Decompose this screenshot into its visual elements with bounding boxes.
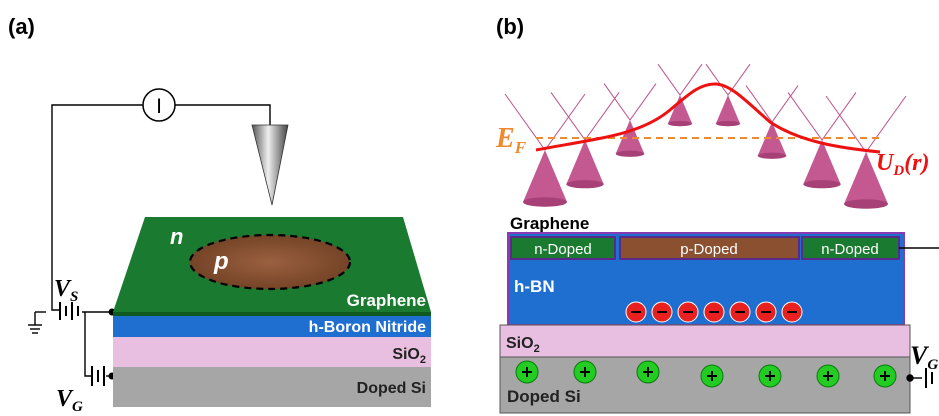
fermi-level-label: EF <box>495 123 527 157</box>
positive-charge-icon <box>700 364 724 388</box>
right-wire <box>899 247 939 388</box>
positive-charge-icon <box>515 360 539 384</box>
region-p-label: p <box>213 248 229 275</box>
stm-tip-icon <box>251 124 289 206</box>
region-n-label: n <box>170 224 183 249</box>
p-doped-center-label: p-Doped <box>680 241 738 258</box>
positive-charge-icon <box>873 364 897 388</box>
positive-charge-icon <box>816 364 840 388</box>
sio2-block <box>499 324 911 358</box>
circuit-wires <box>28 104 271 377</box>
vg-label-b: VG <box>910 341 938 373</box>
ammeter-icon <box>142 88 176 122</box>
negative-charge-icon <box>755 301 777 323</box>
positive-charge-icon <box>636 360 660 384</box>
dirac-cone-icon <box>504 93 586 207</box>
positive-charge-icon <box>573 360 597 384</box>
negative-charge-icon <box>677 301 699 323</box>
p-region <box>188 233 352 291</box>
vs-battery-icon <box>59 302 116 320</box>
vs-label: VS <box>54 276 78 305</box>
n-doped-left-label: n-Doped <box>534 241 592 258</box>
dirac-cone-icon <box>745 85 799 159</box>
potential-curve <box>535 82 881 154</box>
panel-b-label: (b) <box>496 14 524 39</box>
hbn-label-a: h-Boron Nitride <box>309 319 426 336</box>
sio2-label-b: SiO2 <box>506 335 540 355</box>
negative-charge-icon <box>651 301 673 323</box>
hbn-layer <box>113 316 431 337</box>
dirac-cone-icon <box>705 63 751 127</box>
graphene-edge <box>113 312 431 316</box>
negative-charge-icon <box>625 301 647 323</box>
si-layer <box>113 367 431 407</box>
si-label-b: Doped Si <box>507 387 581 406</box>
positive-charge-icon <box>758 364 782 388</box>
dirac-cone-icon <box>825 95 907 209</box>
sio2-layer <box>113 337 431 367</box>
vg-battery-icon <box>91 366 116 386</box>
dirac-cone-icon <box>603 83 657 157</box>
p-doped-center <box>619 236 800 260</box>
ammeter-label: I <box>156 95 162 118</box>
graphene-label-a: Graphene <box>347 291 426 310</box>
hbn-label-b: h-BN <box>514 277 555 296</box>
vg-label-a: VG <box>56 386 83 415</box>
panel-a-label: (a) <box>8 14 35 39</box>
panel-b: (b) EF UD(r) Graphene n-Doped p-Doped n-… <box>495 14 939 414</box>
si-label-a: Doped Si <box>357 380 426 397</box>
dirac-cones <box>504 63 907 209</box>
negative-charge-icon <box>703 301 725 323</box>
positive-charges <box>515 360 897 388</box>
n-doped-left <box>510 236 616 260</box>
n-doped-right-label: n-Doped <box>821 241 879 258</box>
negative-charge-icon <box>729 301 751 323</box>
potential-label: UD(r) <box>876 150 930 179</box>
sio2-label-a: SiO2 <box>392 346 426 366</box>
dirac-cone-icon <box>657 63 703 127</box>
negative-charge-icon <box>781 301 803 323</box>
panel-a: (a) I <box>8 14 431 415</box>
graphene-label-b: Graphene <box>510 214 589 233</box>
negative-charges <box>625 301 803 323</box>
dirac-cone-icon <box>787 92 857 189</box>
